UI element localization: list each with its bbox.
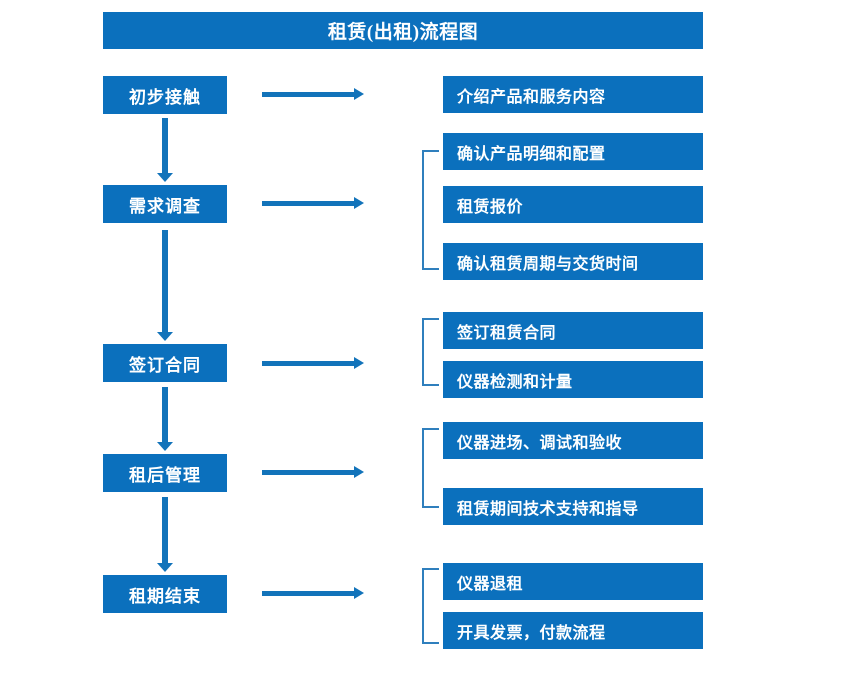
group-bracket-needs: [422, 150, 439, 270]
right-arrow-icon-2: [262, 195, 364, 211]
group-bracket-postrent: [422, 428, 439, 508]
detail-box-10: 开具发票，付款流程: [443, 612, 703, 649]
detail-box-2: 确认产品明细和配置: [443, 133, 703, 170]
detail-box-3: 租赁报价: [443, 186, 703, 223]
down-arrow-icon-3: [154, 387, 176, 451]
down-arrow-icon-4: [154, 497, 176, 572]
right-arrow-icon-3: [262, 355, 364, 371]
detail-box-9: 仪器退租: [443, 563, 703, 600]
page-title: 租赁(出租)流程图: [103, 12, 703, 49]
detail-box-7: 仪器进场、调试和验收: [443, 422, 703, 459]
right-arrow-icon-5: [262, 585, 364, 601]
down-arrow-icon-1: [154, 118, 176, 182]
detail-box-1: 介绍产品和服务内容: [443, 76, 703, 113]
group-bracket-end: [422, 568, 439, 644]
detail-box-8: 租赁期间技术支持和指导: [443, 488, 703, 525]
right-arrow-icon-4: [262, 464, 364, 480]
stage-box-2: 需求调查: [103, 185, 227, 223]
stage-box-3: 签订合同: [103, 344, 227, 382]
stage-box-4: 租后管理: [103, 454, 227, 492]
detail-box-5: 签订租赁合同: [443, 312, 703, 349]
detail-box-4: 确认租赁周期与交货时间: [443, 243, 703, 280]
group-bracket-contract: [422, 318, 439, 386]
stage-box-5: 租期结束: [103, 575, 227, 613]
right-arrow-icon-1: [262, 86, 364, 102]
down-arrow-icon-2: [154, 230, 176, 341]
detail-box-6: 仪器检测和计量: [443, 361, 703, 398]
stage-box-1: 初步接触: [103, 76, 227, 114]
